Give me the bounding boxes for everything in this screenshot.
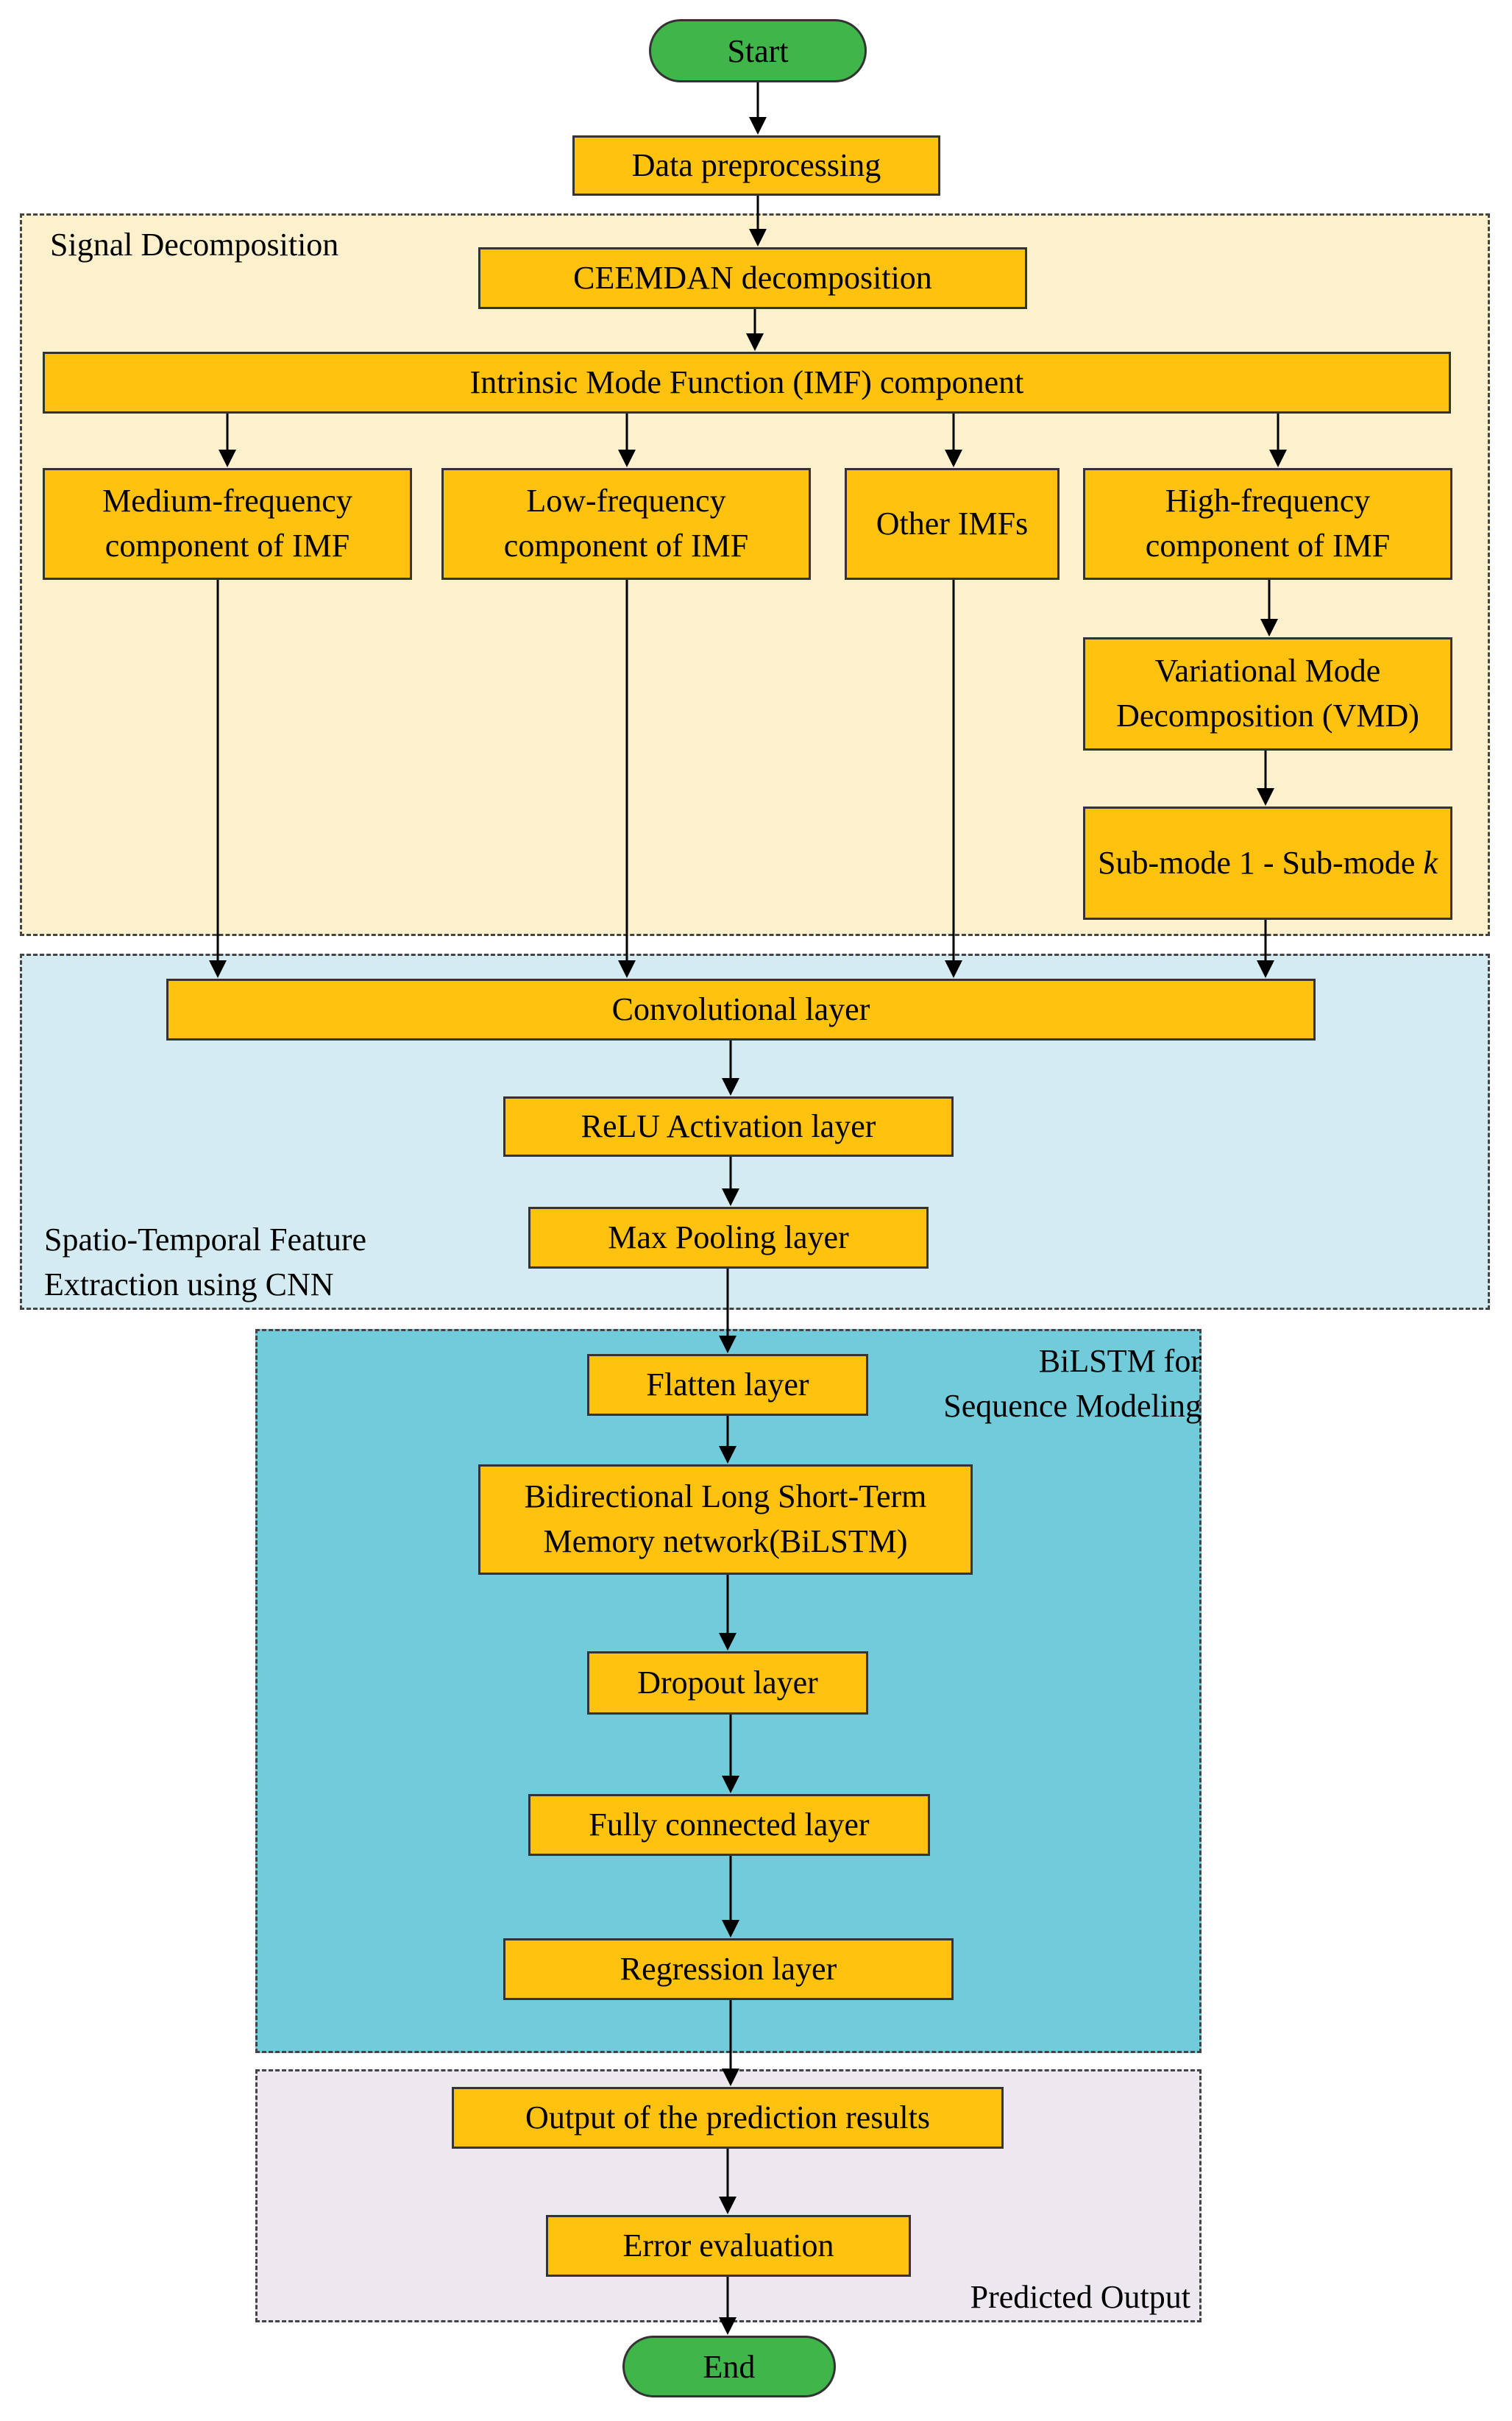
convolutional-layer-box: Convolutional layer <box>166 979 1316 1041</box>
bilstm-region-label: BiLSTM for Sequence Modeling <box>943 1343 1202 1424</box>
predicted-output-label: Predicted Output <box>970 2279 1190 2315</box>
submode-box: Sub-mode 1 - Sub-mode k <box>1083 807 1452 920</box>
other-imfs-box: Other IMFs <box>845 468 1060 580</box>
error-evaluation-box: Error evaluation <box>546 2215 911 2277</box>
regression-layer-box: Regression layer <box>503 1938 954 2000</box>
signal-decomposition-label: Signal Decomposition <box>50 227 339 263</box>
imf-component-box: Intrinsic Mode Function (IMF) component <box>43 352 1451 414</box>
cnn-feature-extraction-label: Spatio-Temporal Feature Extraction using… <box>44 1222 367 1302</box>
data-preprocessing-box: Data preprocessing <box>572 135 940 196</box>
end-node: End <box>622 2336 836 2397</box>
dropout-layer-box: Dropout layer <box>587 1651 868 1715</box>
high-frequency-box: High-frequency component of IMF <box>1083 468 1452 580</box>
max-pooling-box: Max Pooling layer <box>528 1207 929 1269</box>
submode-range-text: Sub-mode 1 - Sub-mode <box>1098 844 1424 881</box>
start-node: Start <box>649 19 867 82</box>
medium-frequency-box: Medium-frequency component of IMF <box>43 468 412 580</box>
ceemdan-decomposition-box: CEEMDAN decomposition <box>478 247 1027 309</box>
vmd-box: Variational Mode Decomposition (VMD) <box>1083 637 1452 751</box>
submode-k-symbol: k <box>1423 844 1438 881</box>
prediction-output-box: Output of the prediction results <box>452 2087 1004 2149</box>
relu-activation-box: ReLU Activation layer <box>503 1096 954 1157</box>
low-frequency-box: Low-frequency component of IMF <box>441 468 811 580</box>
submode-text: Sub-mode 1 - Sub-mode k <box>1098 841 1438 886</box>
bilstm-network-box: Bidirectional Long Short-Term Memory net… <box>478 1464 973 1575</box>
flatten-layer-box: Flatten layer <box>587 1354 868 1416</box>
fully-connected-box: Fully connected layer <box>528 1794 930 1856</box>
